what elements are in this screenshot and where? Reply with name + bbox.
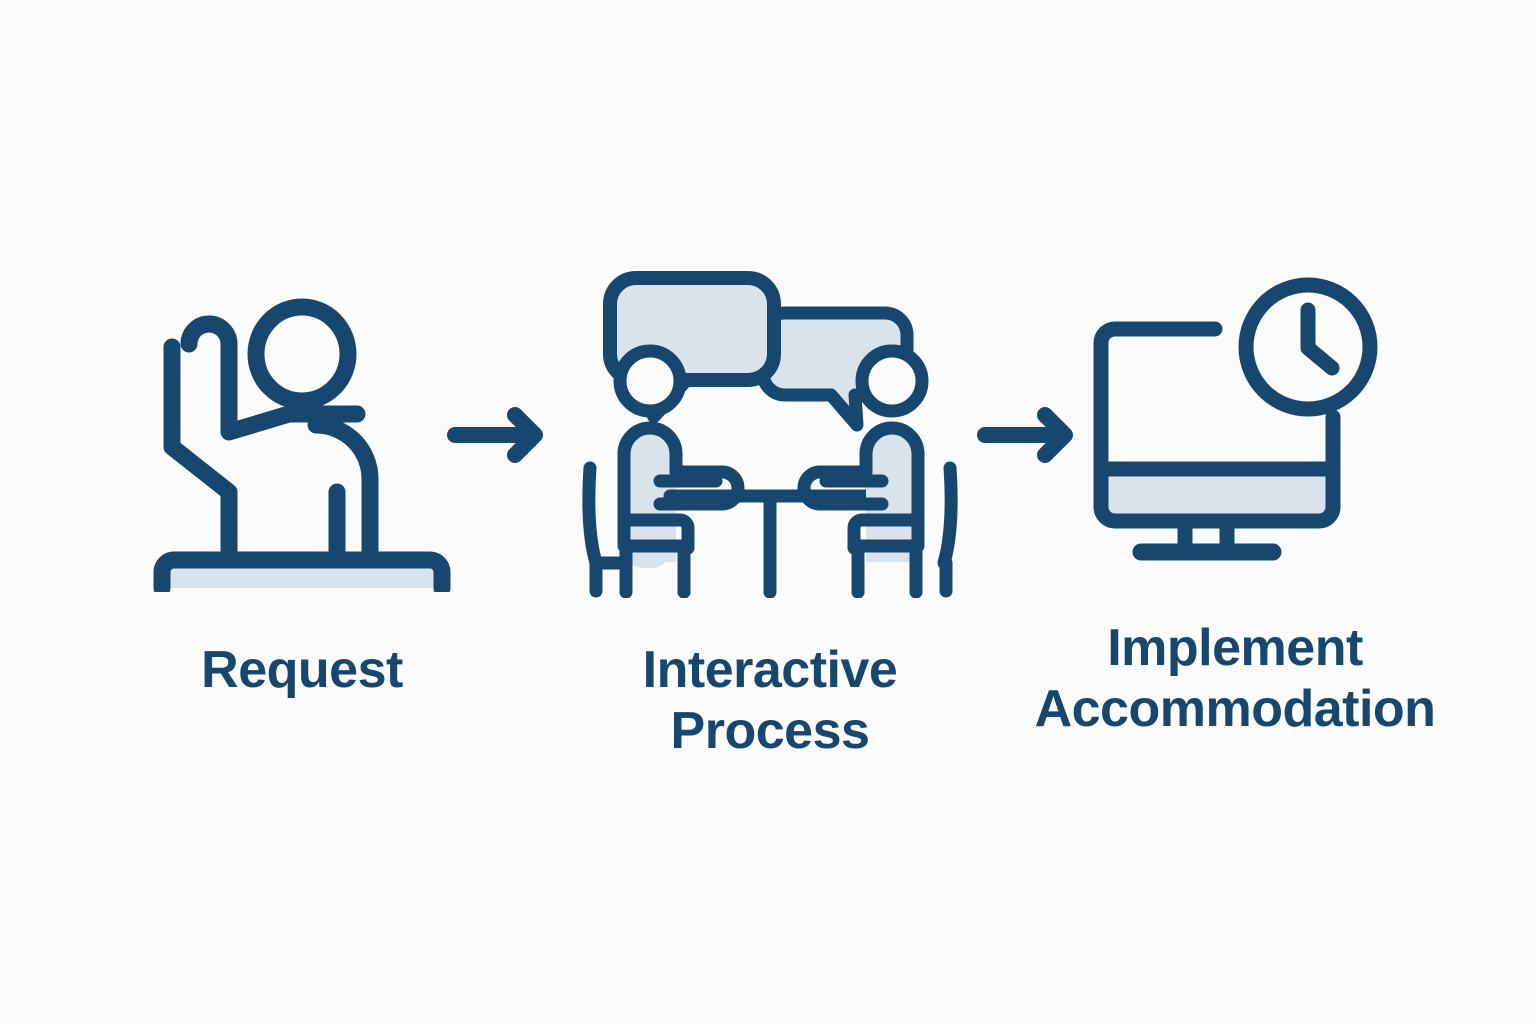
flow-step-implement-accommodation[interactable]: Implement Accommodation — [1000, 262, 1470, 741]
flow-step-request[interactable]: Request — [122, 272, 482, 701]
arrow-right-icon-2 — [975, 404, 1080, 466]
step-label-request: Request — [201, 641, 403, 699]
step-label-interactive-process: Interactive Process — [642, 641, 898, 761]
monitor-base-strip — [1103, 469, 1331, 521]
flow-step-interactive-process[interactable]: Interactive Process — [560, 258, 980, 763]
monitor-with-clock-icon — [1075, 262, 1395, 572]
arrow-right-icon-1 — [445, 404, 550, 466]
clock-hands — [1300, 302, 1340, 376]
person-raising-hand-icon — [152, 272, 452, 592]
monitor-frame — [1093, 321, 1341, 529]
step-label-implement-accommodation: Implement Accommodation — [1034, 619, 1436, 739]
two-people-meeting-speech-bubbles-icon — [580, 258, 960, 598]
